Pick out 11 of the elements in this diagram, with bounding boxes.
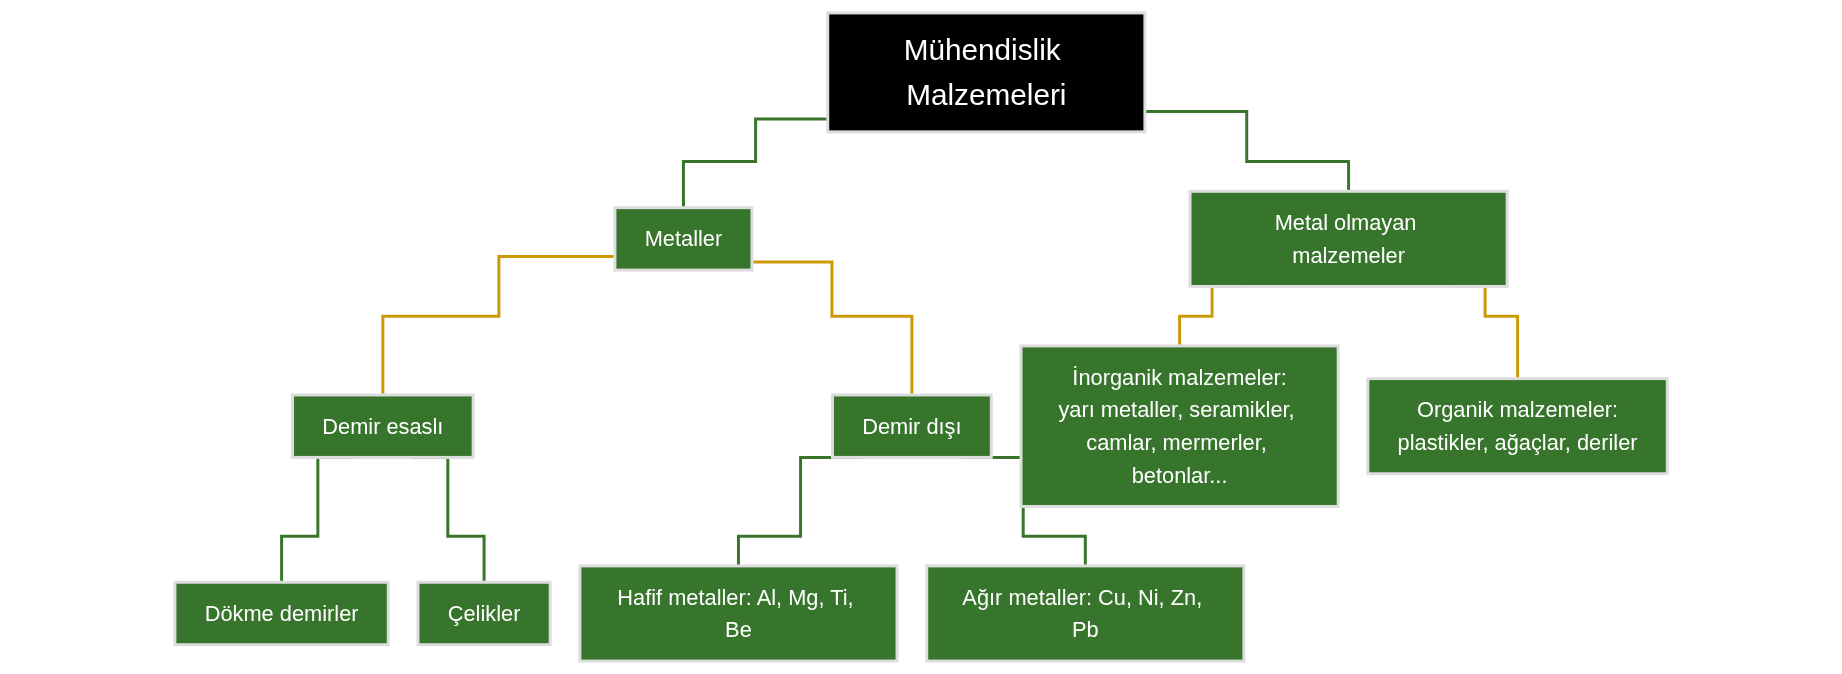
node-box: Çelikler bbox=[416, 580, 552, 647]
node-box: Demir dışı bbox=[830, 393, 993, 459]
node-box: Ağır metaller: Cu, Ni, Zn, Pb bbox=[925, 564, 1246, 663]
node-box: Dökme demirler bbox=[173, 580, 390, 647]
node-box: İnorganik malzemeler: yarı metaller, seramikler, camlar, mermerler, betonlar... bbox=[1019, 344, 1340, 508]
node-box: Organik malzemeler: plastikler, ağaçlar, deriler bbox=[1366, 377, 1669, 476]
node-box: Hafif metaller: Al, Mg, Ti, Be bbox=[578, 564, 899, 663]
node-box: Metal olmayan malzemeler bbox=[1188, 189, 1509, 288]
node-box: Demir esaslı bbox=[290, 393, 475, 459]
node-box: Metaller bbox=[613, 206, 754, 272]
node-box: Mühendislik Malzemeleri bbox=[826, 11, 1147, 134]
